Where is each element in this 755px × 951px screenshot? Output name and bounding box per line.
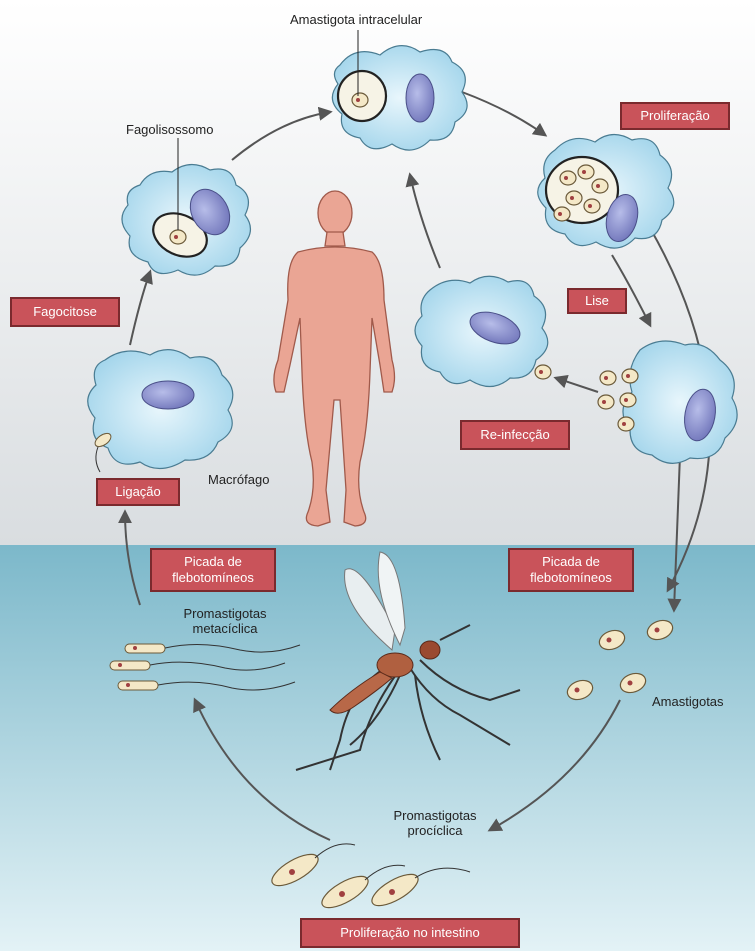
tag-picada-right-line1: Picada de xyxy=(542,554,600,570)
label-promastigotas-prociclica-line1: Promastigotas xyxy=(375,808,495,823)
tag-lise: Lise xyxy=(567,288,627,314)
label-promastigotas-prociclica-line2: procíclica xyxy=(375,823,495,838)
label-promastigotas-metaciclica-line2: metacíclica xyxy=(160,621,290,636)
tag-picada-left-line2: flebotomíneos xyxy=(172,570,254,586)
reinfection-cell xyxy=(415,276,551,386)
label-fagolisossomo: Fagolisossomo xyxy=(126,122,213,137)
tag-picada-right-line2: flebotomíneos xyxy=(530,570,612,586)
label-promastigotas-prociclica: Promastigotas procíclica xyxy=(375,808,495,838)
tag-ligacao: Ligação xyxy=(96,478,180,506)
tag-picada-left: Picada de flebotomíneos xyxy=(150,548,276,592)
label-amastigota-intracelular: Amastigota intracelular xyxy=(290,12,422,27)
tag-picada-right: Picada de flebotomíneos xyxy=(508,548,634,592)
label-promastigotas-metaciclica: Promastigotas metacíclica xyxy=(160,606,290,636)
label-promastigotas-metaciclica-line1: Promastigotas xyxy=(160,606,290,621)
tag-fagocitose: Fagocitose xyxy=(10,297,120,327)
tag-re-infeccao: Re-infecção xyxy=(460,420,570,450)
label-macrofago: Macrófago xyxy=(208,472,269,487)
tag-proliferacao: Proliferação xyxy=(620,102,730,130)
tag-proliferacao-intestino: Proliferação no intestino xyxy=(300,918,520,948)
proliferation-cell xyxy=(538,134,674,248)
label-amastigotas: Amastigotas xyxy=(652,694,724,709)
tag-picada-left-line1: Picada de xyxy=(184,554,242,570)
